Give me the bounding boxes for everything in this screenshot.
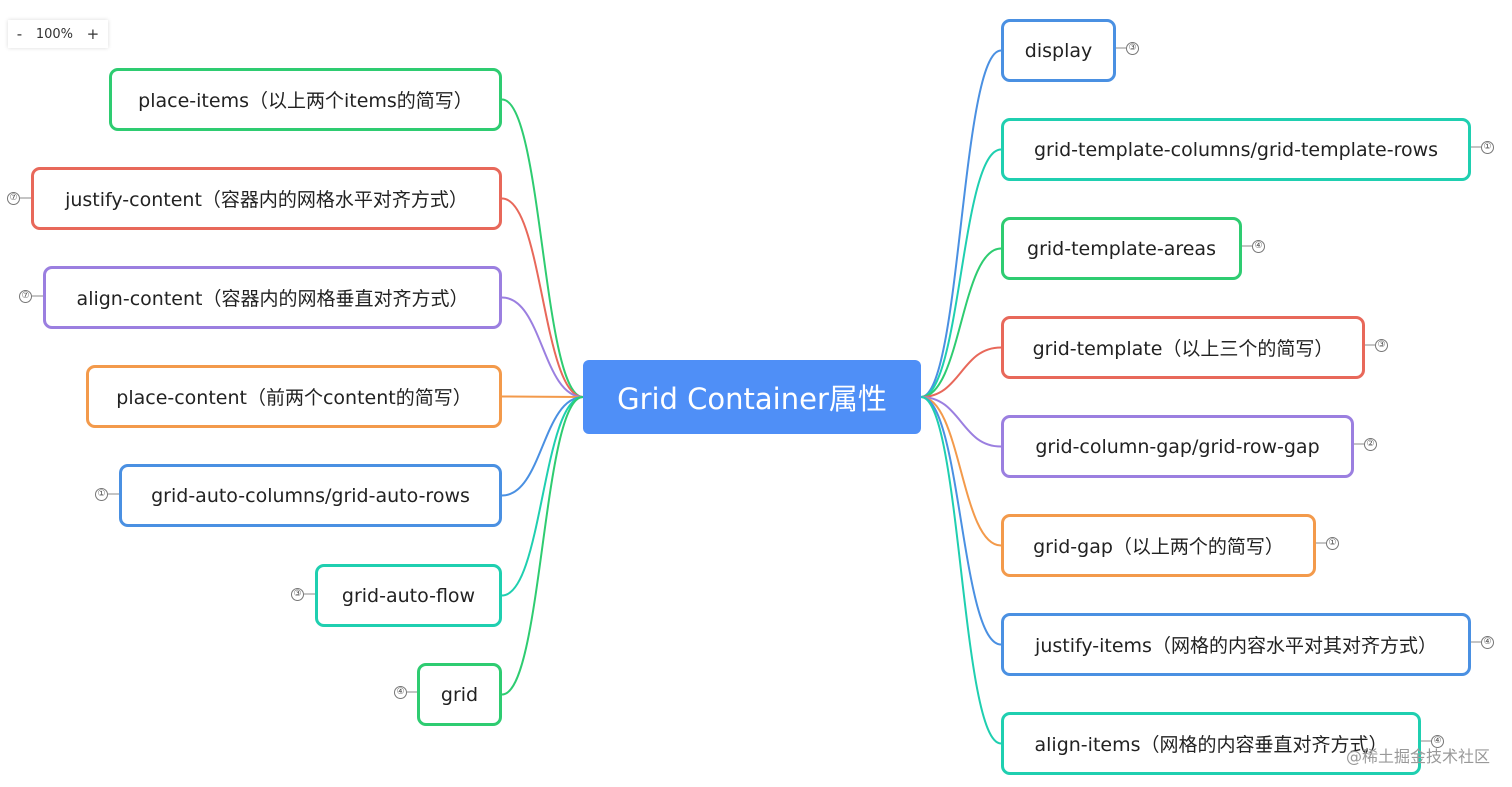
topic-grid-template-areas[interactable]: grid-template-areas bbox=[1001, 217, 1242, 280]
topic-label: grid-gap（以上两个的简写） bbox=[1033, 536, 1284, 558]
collapse-count-badge[interactable]: ⑦ bbox=[19, 290, 32, 303]
connector-line bbox=[501, 296, 584, 398]
topic-grid[interactable]: grid bbox=[417, 663, 502, 726]
topic-display[interactable]: display bbox=[1001, 19, 1116, 82]
connector-line bbox=[920, 396, 1002, 646]
connector-line bbox=[920, 396, 1002, 547]
connector-line bbox=[920, 49, 1002, 398]
topic-label: grid-column-gap/grid-row-gap bbox=[1035, 435, 1320, 458]
central-topic[interactable]: Grid Container属性 bbox=[583, 360, 921, 434]
watermark: @稀土掘金技术社区 bbox=[1345, 747, 1490, 766]
collapse-count-badge[interactable]: ④ bbox=[394, 686, 407, 699]
collapse-count-badge[interactable]: ③ bbox=[1126, 42, 1139, 55]
topic-grid-auto-columns-rows[interactable]: grid-auto-columns/grid-auto-rows bbox=[119, 464, 502, 527]
collapse-count-badge[interactable]: ① bbox=[1481, 141, 1494, 154]
connector-line bbox=[501, 396, 584, 597]
connector-line bbox=[920, 346, 1002, 398]
zoom-level: 100% bbox=[35, 26, 73, 42]
topic-label: display bbox=[1024, 39, 1093, 62]
collapse-count-badge[interactable]: ① bbox=[1326, 537, 1339, 550]
connector-line bbox=[920, 396, 1002, 448]
topic-place-content[interactable]: place-content（前两个content的简写） bbox=[86, 365, 502, 428]
connector-line bbox=[501, 98, 584, 398]
zoom-control: - 100% + bbox=[8, 20, 108, 48]
topic-label: align-content（容器内的网格垂直对齐方式） bbox=[76, 288, 469, 310]
collapse-count-badge[interactable]: ④ bbox=[1252, 240, 1265, 253]
topic-label: place-items（以上两个items的简写） bbox=[138, 90, 473, 112]
topic-label: justify-content（容器内的网格水平对齐方式） bbox=[65, 189, 468, 211]
topic-label: align-items（网格的内容垂直对齐方式） bbox=[1034, 734, 1388, 756]
topic-justify-items[interactable]: justify-items（网格的内容水平对其对齐方式） bbox=[1001, 613, 1471, 676]
topic-label: grid-template-areas bbox=[1027, 237, 1216, 260]
connector-line bbox=[501, 396, 584, 497]
topic-grid-gap[interactable]: grid-gap（以上两个的简写） bbox=[1001, 514, 1316, 577]
topic-place-items[interactable]: place-items（以上两个items的简写） bbox=[109, 68, 502, 131]
topic-label: place-content（前两个content的简写） bbox=[116, 387, 472, 409]
connector-line bbox=[501, 396, 584, 696]
collapse-count-badge[interactable]: ③ bbox=[1375, 339, 1388, 352]
zoom-in-button[interactable]: + bbox=[86, 25, 100, 43]
topic-label: grid bbox=[440, 683, 479, 706]
topic-label: grid-auto-flow bbox=[341, 584, 476, 607]
topic-grid-column-row-gap[interactable]: grid-column-gap/grid-row-gap bbox=[1001, 415, 1354, 478]
topic-label: grid-auto-columns/grid-auto-rows bbox=[151, 484, 470, 507]
topic-grid-template[interactable]: grid-template（以上三个的简写） bbox=[1001, 316, 1365, 379]
connector-line bbox=[501, 395, 584, 398]
topic-label: justify-items（网格的内容水平对其对齐方式） bbox=[1035, 635, 1437, 657]
topic-align-content[interactable]: align-content（容器内的网格垂直对齐方式） bbox=[43, 266, 502, 329]
topic-grid-template-columns-rows[interactable]: grid-template-columns/grid-template-rows bbox=[1001, 118, 1471, 181]
collapse-count-badge[interactable]: ③ bbox=[291, 588, 304, 601]
topic-align-items[interactable]: align-items（网格的内容垂直对齐方式） bbox=[1001, 712, 1421, 775]
topic-grid-auto-flow[interactable]: grid-auto-flow bbox=[315, 564, 502, 627]
topic-label: grid-template-columns/grid-template-rows bbox=[1033, 138, 1439, 161]
collapse-count-badge[interactable]: ① bbox=[95, 488, 108, 501]
zoom-out-button[interactable]: - bbox=[16, 25, 23, 43]
topic-label: grid-template（以上三个的简写） bbox=[1032, 338, 1334, 360]
collapse-count-badge[interactable]: ④ bbox=[1431, 735, 1444, 748]
connector-line bbox=[920, 396, 1002, 745]
connector-line bbox=[920, 148, 1002, 398]
collapse-count-badge[interactable]: ② bbox=[1364, 438, 1377, 451]
connector-line bbox=[920, 247, 1002, 398]
connector-line bbox=[501, 197, 584, 398]
collapse-count-badge[interactable]: ④ bbox=[1481, 636, 1494, 649]
collapse-count-badge[interactable]: ⑦ bbox=[7, 192, 20, 205]
topic-justify-content[interactable]: justify-content（容器内的网格水平对齐方式） bbox=[31, 167, 502, 230]
